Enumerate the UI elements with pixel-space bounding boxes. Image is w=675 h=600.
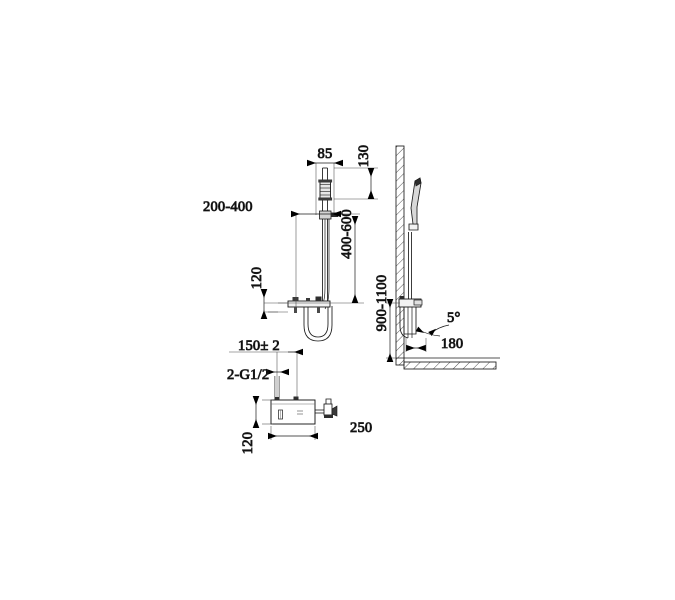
hose-loop <box>303 306 333 342</box>
dimension-label-400-600: 400-600 <box>339 209 355 259</box>
shower-hose <box>321 219 330 310</box>
dimension-label-250: 250 <box>350 420 372 436</box>
dimension-label-150-pm-2: 150± 2 <box>238 338 280 354</box>
dimension-label-130: 130 <box>356 145 372 167</box>
valve-detail-view: 150± 2 2-G1/2 120 250 <box>227 338 373 455</box>
wall-mixer-body <box>287 296 331 313</box>
detail-extension-lines <box>229 351 316 440</box>
dimension-label-85: 85 <box>318 146 333 162</box>
wall-section <box>395 145 405 366</box>
dimension-label-200-400: 200-400 <box>203 199 253 215</box>
dimension-label-120-detail: 120 <box>240 432 256 454</box>
valve-outlet-fitting <box>315 398 338 418</box>
rail-slider-holder <box>319 210 338 220</box>
dimension-label-900-1100: 900-1100 <box>374 275 390 332</box>
side-slide-rail <box>408 232 412 300</box>
side-mixer-body <box>398 296 423 339</box>
leader-spout-angle <box>428 324 450 337</box>
front-elevation-view: 85 130 200-400 400-600 120 <box>203 144 378 342</box>
handheld-shower-head <box>408 177 422 231</box>
side-elevation-view: 900-1100 5° 180 <box>374 145 500 370</box>
dimension-label-180: 180 <box>441 336 463 352</box>
rail-top-bracket <box>318 179 333 201</box>
dimension-mixer-height <box>260 289 288 319</box>
leader-spout-projection <box>415 326 441 337</box>
dimension-spout-base <box>405 338 427 352</box>
floor-section <box>396 357 500 370</box>
dimension-label-2-g1-2: 2-G1/2 <box>227 367 269 383</box>
concealed-valve-body <box>270 396 316 425</box>
dimension-label-5-degree: 5° <box>447 310 460 326</box>
valve-riser-pipe <box>274 376 280 397</box>
dimension-label-120-front: 120 <box>249 267 265 289</box>
